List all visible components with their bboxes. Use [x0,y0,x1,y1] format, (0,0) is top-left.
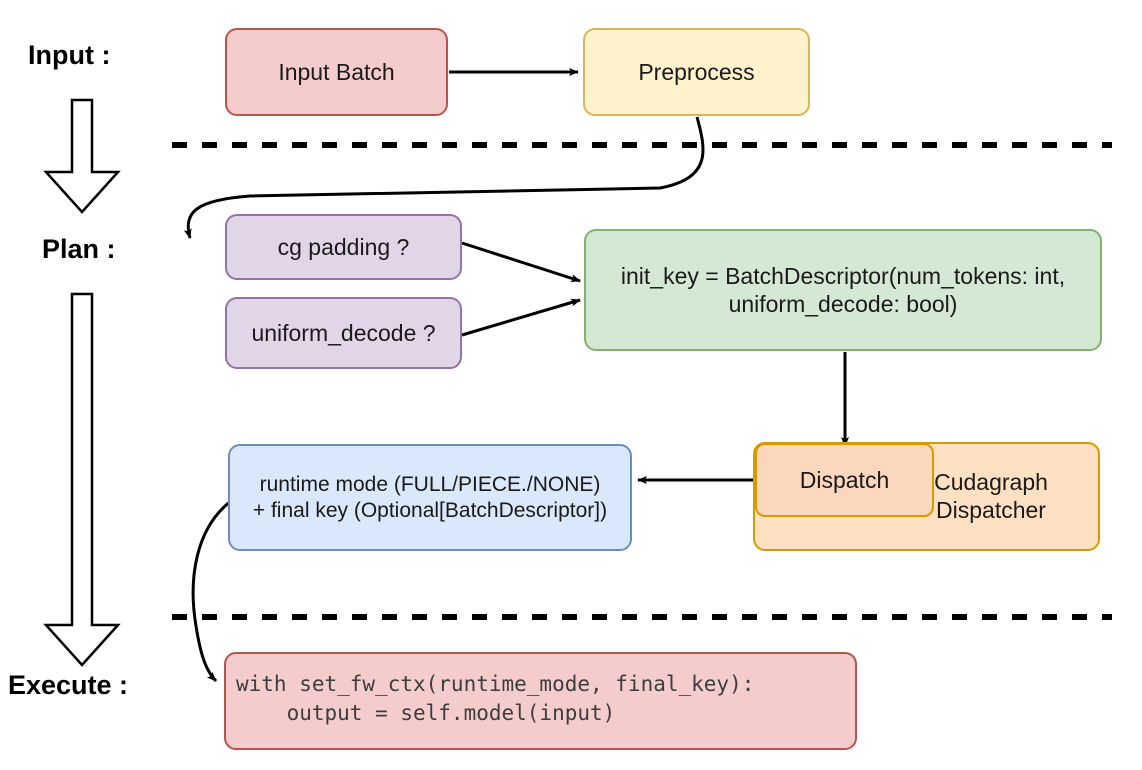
node-init-key-line2: uniform_decode: bool) [728,291,958,317]
plan-to-execute-block-arrow [43,292,121,667]
edge-runtime-mode-to-execute-code [191,499,232,683]
node-uniform-decode-label: uniform_decode ? [251,319,436,346]
node-uniform-decode[interactable]: uniform_decode ? [225,297,462,369]
node-cg-padding-label: cg padding ? [277,233,410,260]
node-init-key[interactable]: init_key = BatchDescriptor(num_tokens: i… [584,229,1102,351]
node-init-key-line1: init_key = BatchDescriptor(num_tokens: i… [620,262,1066,289]
node-dispatch[interactable]: Dispatch [755,443,934,517]
stage-label-plan: Plan : [42,234,116,264]
node-cg-padding[interactable]: cg padding ? [225,214,462,280]
node-execute-code[interactable]: with set_fw_ctx(runtime_mode, final_key)… [224,652,857,750]
stage-label-input: Input : [28,40,111,70]
input-to-plan-block-arrow [43,98,121,214]
edge-cg-padding-to-init-key [461,241,581,283]
node-runtime-mode-line2: + final key (Optional[BatchDescriptor]) [252,498,608,522]
node-execute-code-line1: with set_fw_ctx(runtime_mode, final_key)… [236,672,755,696]
node-preprocess-label: Preprocess [638,58,755,85]
node-preprocess[interactable]: Preprocess [583,28,810,116]
node-cudagraph-dispatcher-labelgroup: Cudagraph Dispatcher [908,469,1074,524]
stage-label-execute: Execute : [8,670,129,700]
node-runtime-mode[interactable]: runtime mode (FULL/PIECE./NONE) + final … [228,444,632,551]
node-input-batch-label: Input Batch [278,58,395,85]
node-input-batch[interactable]: Input Batch [225,28,448,116]
node-cudagraph-dispatcher-line1: Cudagraph [934,468,1048,495]
node-cudagraph-dispatcher-line2: Dispatcher [936,496,1046,523]
edge-uniform-decode-to-init-key [461,298,581,337]
node-dispatch-label: Dispatch [799,466,890,493]
node-runtime-mode-line1: runtime mode (FULL/PIECE./NONE) [259,472,601,496]
node-execute-code-line2: output = self.model(input) [236,700,616,725]
